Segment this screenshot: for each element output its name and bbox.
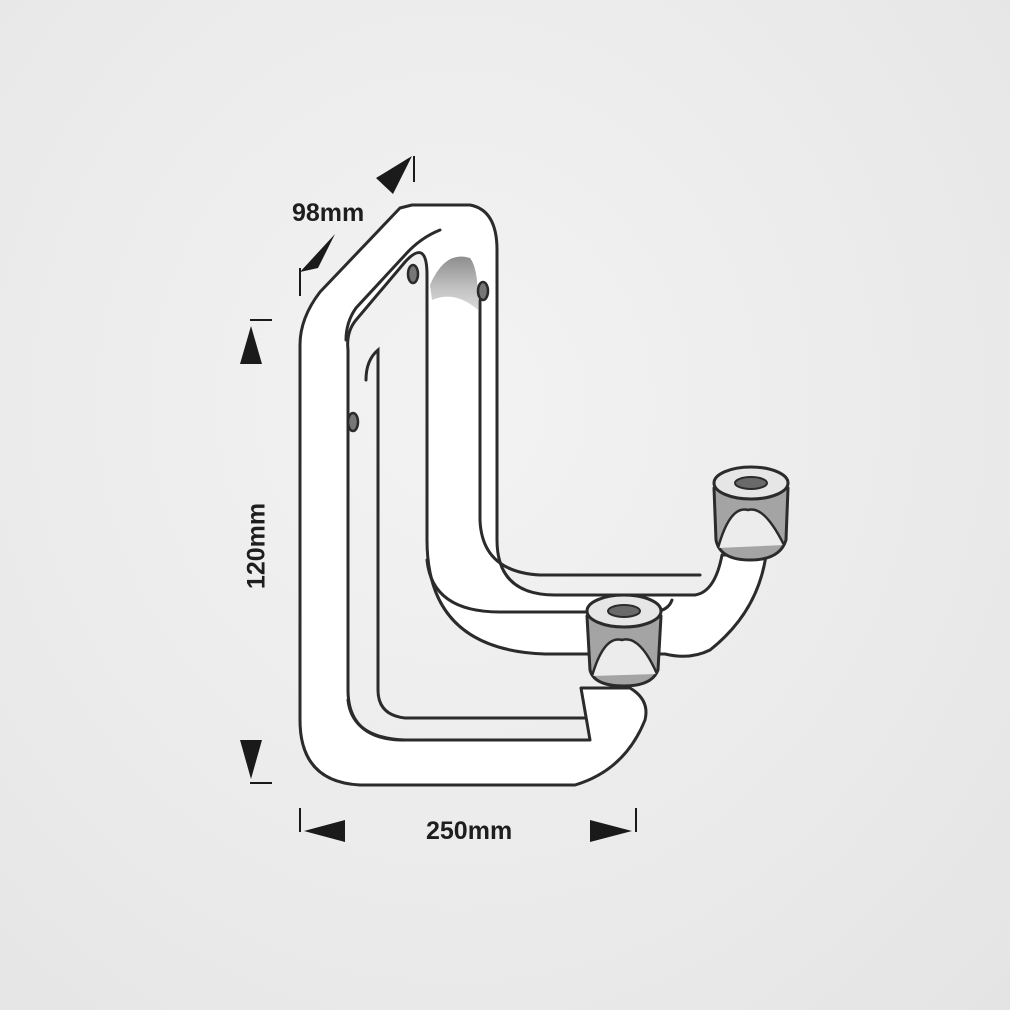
depth-label: 98mm xyxy=(292,199,365,227)
front-arm-tube xyxy=(364,346,587,720)
width-dimension xyxy=(299,808,637,842)
inner-shadow xyxy=(430,256,478,310)
arrow-head xyxy=(590,820,632,842)
screw-hole xyxy=(406,263,420,285)
height-label: 120mm xyxy=(242,502,271,590)
screw-hole xyxy=(476,280,490,302)
end-cap-front xyxy=(585,593,663,688)
arrow-head xyxy=(240,326,262,364)
screw-hole xyxy=(346,411,360,433)
back-arm xyxy=(298,203,768,787)
arrow-head xyxy=(300,234,335,272)
arrow-head xyxy=(240,740,262,779)
end-cap-back xyxy=(712,465,790,562)
width-label: 250mm xyxy=(426,817,513,845)
screw-holes xyxy=(346,263,490,433)
height-dimension xyxy=(240,319,272,784)
inner-contour-front xyxy=(344,228,442,342)
arrow-head xyxy=(304,820,345,842)
inner-contour-back xyxy=(478,298,702,577)
depth-dimension xyxy=(299,156,415,296)
inner-contour-lower xyxy=(425,558,674,614)
front-arm-bottom xyxy=(346,698,587,742)
arrow-head xyxy=(376,156,412,194)
front-arm xyxy=(346,346,587,742)
